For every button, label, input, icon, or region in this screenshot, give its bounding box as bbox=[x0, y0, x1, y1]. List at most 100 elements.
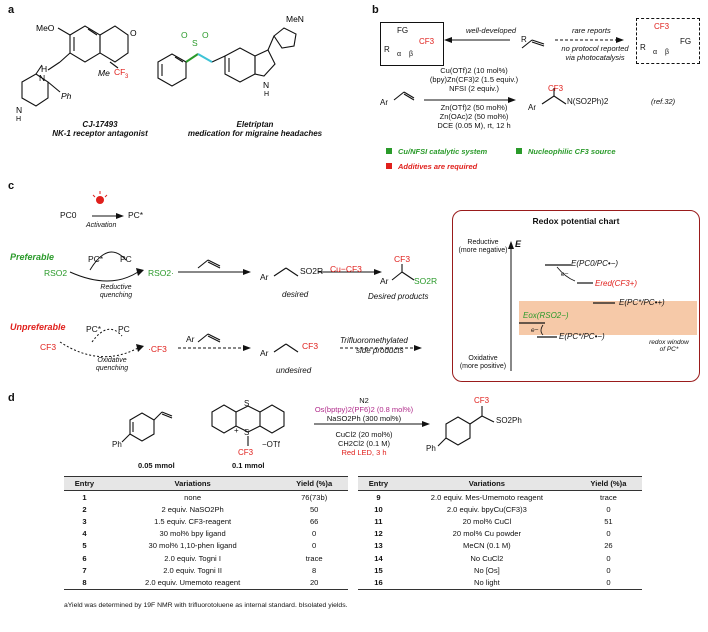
col-yield: Yield (%)a bbox=[280, 476, 348, 491]
entry-cell: 11 bbox=[374, 516, 383, 526]
cf3-plus-label: CF3 bbox=[40, 342, 57, 352]
left-product-box: FG R α β CF3 bbox=[380, 22, 444, 66]
variation-cell: 30 mol% 1,10-phen ligand bbox=[148, 541, 237, 551]
legend-1: Cu/NFSI catalytic system bbox=[386, 147, 487, 156]
svg-text:CF: CF bbox=[114, 67, 125, 77]
panel-b-letter: b bbox=[372, 4, 379, 16]
entry-cell: 13 bbox=[374, 541, 383, 551]
r-label: R bbox=[384, 45, 390, 54]
fg-label: FG bbox=[397, 26, 409, 35]
svg-text:MeO: MeO bbox=[36, 23, 55, 33]
col-variations: Variations bbox=[398, 476, 575, 491]
yield-cell: 0 bbox=[606, 565, 611, 575]
entry-cell: 6 bbox=[82, 553, 87, 563]
svg-text:H: H bbox=[264, 91, 269, 98]
mol1-desc: NK-1 receptor antagonist bbox=[52, 129, 148, 138]
window1-label: redox window bbox=[649, 339, 689, 346]
e-axis-label: E bbox=[515, 239, 522, 249]
oxidative-axis-label: Oxidative bbox=[468, 355, 498, 362]
oxidative-label: Oxidative bbox=[97, 357, 127, 364]
beta-label: β bbox=[665, 49, 670, 56]
more-positive-label: (more positive) bbox=[459, 363, 507, 370]
cond-na: NaSO2Ph (300 mol%) bbox=[326, 414, 402, 423]
cond-cu: CuCl2 (20 mol%) bbox=[335, 430, 393, 439]
cf3-label: CF3 bbox=[419, 37, 435, 46]
rare-reports-label: rare reports bbox=[572, 26, 611, 35]
e1-label: e− bbox=[561, 271, 569, 278]
col-entry: Entry bbox=[358, 476, 399, 491]
lvl4-label: Eox(RSO2−) bbox=[523, 311, 569, 320]
yield-cell: 50 bbox=[309, 504, 319, 514]
variation-cell: 2.0 equiv. bpyCu(CF3)3 bbox=[446, 504, 527, 514]
entry-cell: 2 bbox=[82, 504, 87, 514]
entry-cell: 9 bbox=[376, 492, 381, 502]
cond-solvent: CH2Cl2 (0.1 M) bbox=[337, 439, 391, 448]
redox-chart-box: Redox potential chart Reductive (more ne… bbox=[452, 210, 700, 382]
yield-cell: 0 bbox=[606, 529, 611, 539]
variation-cell: none bbox=[184, 492, 202, 502]
s-top-label: S bbox=[244, 399, 250, 408]
legend-2: Nucleophilic CF3 source bbox=[516, 147, 616, 156]
pcstar-label: PC* bbox=[128, 210, 144, 220]
panel-d-letter: d bbox=[8, 392, 15, 404]
e2-label: e− bbox=[531, 327, 539, 334]
svg-text:Ph: Ph bbox=[61, 91, 72, 101]
entry-cell: 1 bbox=[82, 492, 87, 502]
so2r1-label: SO2R bbox=[300, 266, 324, 276]
yield-cell: 26 bbox=[604, 541, 613, 551]
svg-text:Me: Me bbox=[98, 68, 110, 78]
r-alkene-label: R bbox=[521, 35, 527, 44]
svg-text:O: O bbox=[202, 30, 209, 40]
yield-cell: 66 bbox=[309, 516, 319, 526]
ar1-label: Ar bbox=[260, 272, 269, 282]
rso2-label: RSO2 bbox=[44, 268, 68, 278]
entry-cell: 5 bbox=[82, 541, 87, 551]
alpha-label: α bbox=[397, 51, 402, 58]
svg-text:N: N bbox=[39, 73, 45, 83]
via-photo-label: via photocatalysis bbox=[565, 53, 625, 62]
undesired-label: undesired bbox=[276, 366, 312, 375]
mol2-desc: medication for migraine headaches bbox=[187, 129, 323, 138]
variation-cell: 2.0 equiv. Togni I bbox=[164, 553, 221, 563]
svg-text:N: N bbox=[263, 80, 269, 90]
ar4-label: Ar bbox=[260, 348, 269, 358]
lvl2-label: Ered(CF3+) bbox=[595, 279, 638, 288]
cf3-label: CF3 bbox=[654, 22, 670, 31]
yield-cell: 20 bbox=[280, 576, 348, 590]
ref-label: (ref.32) bbox=[651, 97, 676, 106]
panel-a-letter: a bbox=[8, 4, 15, 16]
reductive-axis-label: Reductive bbox=[467, 239, 499, 246]
lvl1-label: E(PC0/PC•−) bbox=[571, 259, 619, 268]
sm1-qty: 0.05 mmol bbox=[138, 461, 175, 470]
no-protocol-label: no protocol reported bbox=[561, 44, 629, 53]
yield-cell: 0 bbox=[312, 529, 317, 539]
alpha-label: α bbox=[653, 49, 658, 56]
table-footnote: aYield was determined by 19F NMR with tr… bbox=[64, 602, 348, 609]
entry-cell: 10 bbox=[374, 504, 383, 514]
variation-cell: 2.0 equiv. Mes-Umemoto reagent bbox=[430, 492, 543, 502]
variation-cell: MeCN (0.1 M) bbox=[463, 541, 511, 551]
lvl5-label: E(PC*/PC•−) bbox=[559, 332, 605, 341]
col-entry: Entry bbox=[64, 476, 105, 491]
right-product-box: CF3 R α β FG bbox=[636, 18, 700, 64]
side1-label: Trifluoromethylated bbox=[340, 336, 408, 345]
preferable-label: Preferable bbox=[10, 252, 55, 262]
s-plus-label: S bbox=[244, 428, 250, 437]
variation-cell: No CuCl2 bbox=[470, 553, 504, 563]
variation-cell: No [Os] bbox=[474, 565, 500, 575]
mol1-name: CJ-17493 bbox=[82, 120, 118, 129]
entry-cell: 15 bbox=[374, 565, 383, 575]
prod-ph-label: Ph bbox=[426, 444, 436, 453]
beta-label: β bbox=[409, 51, 414, 58]
